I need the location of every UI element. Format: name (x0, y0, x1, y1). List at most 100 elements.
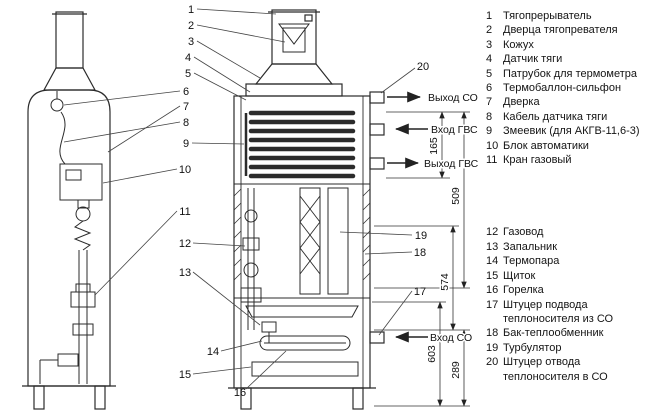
dimension-lines (372, 111, 470, 407)
legend-item-number: 11 (486, 154, 498, 167)
callout-15: 15 (179, 369, 191, 381)
legend-item-number: 3 (486, 38, 493, 51)
front-view-drawing (22, 11, 116, 410)
legend-item-label: Дверца тягопревателя (503, 24, 618, 37)
legend-item: 9 Змеевик (для АКГВ-11,6-3) (486, 124, 658, 138)
legend-item-number: 9 (486, 125, 493, 138)
pilot-burner (261, 321, 277, 333)
turbulator (299, 195, 321, 275)
co-inlet-stub (369, 331, 385, 344)
co-outlet-label: Выход СО (428, 92, 478, 104)
callout-19: 19 (415, 230, 427, 242)
co-inlet-label: Вход СО (430, 332, 472, 344)
legend-item-number: 13 (486, 240, 499, 253)
legend-item: 14 Термопара (486, 254, 658, 268)
legend-item-number: 20 (486, 356, 499, 369)
legend-item: 7 Дверка (486, 95, 658, 109)
legend-item: 2 Дверца тягопревателя (486, 23, 658, 37)
port-arrows (387, 91, 428, 343)
callout-8: 8 (183, 117, 189, 129)
legend-item-label: Щиток (503, 269, 536, 282)
legend-item-label: Кабель датчика тяги (503, 110, 608, 123)
legend-item: 3 Кожух (486, 38, 658, 52)
legend-item-label: Термобаллон-сильфон (503, 82, 622, 95)
legend-item: 16 Горелка (486, 283, 658, 297)
front-leg-right (94, 385, 106, 410)
callout-4: 4 (185, 52, 191, 64)
front-chimney (55, 11, 84, 69)
legend-item-label: Термопара (503, 255, 560, 268)
dim-165: 165 (428, 137, 440, 155)
legend-item-label: Запальник (503, 240, 558, 253)
legend-item: 4 Датчик тяги (486, 52, 658, 66)
legend-item: 15 Щиток (486, 269, 658, 283)
thermo-bulb (50, 98, 64, 112)
legend-item: 13 Запальник (486, 240, 658, 254)
section-view-drawing (228, 9, 385, 410)
callout-14: 14 (207, 346, 219, 358)
main-burner (259, 335, 351, 351)
burner-assembly (245, 305, 359, 377)
draft-interrupter (271, 9, 317, 65)
callout-18: 18 (414, 247, 426, 259)
legend-item-label: Штуцер подвода теплоносителя из СО (503, 298, 614, 325)
gvs-inlet-stub (369, 123, 385, 136)
legend-item: 18 Бак-теплообменник (486, 326, 658, 340)
legend-item-number: 4 (486, 53, 493, 66)
gvs-outlet-label: Выход ГВС (424, 158, 479, 170)
legend-item: 17 Штуцер подвода теплоносителя из СО (486, 298, 658, 327)
legend-item: 19 Турбулятор (486, 341, 658, 355)
dimension-labels: 165 509 574 603 289 (425, 136, 464, 381)
draft-sensor-cable (59, 111, 66, 165)
legend-item-number: 18 (486, 327, 499, 340)
automation-unit (59, 163, 103, 201)
callout-3: 3 (188, 36, 194, 48)
legend-item: 5 Патрубок для термометра (486, 67, 658, 81)
dim-289: 289 (450, 361, 462, 379)
legend-item-number: 12 (486, 226, 499, 239)
boiler-diagram: 165 509 574 603 289 Выход СО Вход ГВС Вы… (22, 4, 480, 410)
legend-item-label: Бак-теплообменник (503, 327, 604, 340)
gvs-inlet-label: Вход ГВС (431, 124, 478, 136)
callout-17: 17 (414, 286, 426, 298)
callout-16: 16 (234, 387, 246, 399)
shield-plate (245, 305, 359, 318)
callout-11: 11 (179, 206, 190, 218)
callout-7: 7 (183, 101, 189, 113)
legend-item: 20 Штуцер отвода теплоносителя в СО (486, 355, 658, 384)
legend-item: 11 Кран газовый (486, 153, 658, 167)
legend-item: 8 Кабель датчика тяги (486, 110, 658, 124)
front-chimney-flare (42, 67, 97, 91)
callout-12: 12 (179, 238, 191, 250)
legend-item-label: Газовод (503, 226, 544, 239)
callout-1: 1 (188, 4, 194, 16)
wall-hatching (233, 188, 371, 281)
callout-20: 20 (417, 61, 429, 73)
flue-tubes (299, 187, 349, 295)
legend-group-1: 1 Тягопрерыватель 2 Дверца тягопревателя… (486, 9, 658, 167)
front-body (27, 89, 111, 387)
callout-13: 13 (179, 267, 191, 279)
legend-item-number: 6 (486, 82, 493, 95)
legend-item: 6 Термобаллон-сильфон (486, 81, 658, 95)
section-leg-right (352, 387, 364, 410)
legend-item-number: 2 (486, 24, 493, 37)
gvs-outlet-stub (369, 157, 385, 170)
legend-item-number: 14 (486, 255, 499, 268)
callout-numbers: 1 2 3 4 5 6 7 8 9 10 11 12 13 14 15 16 1… (179, 4, 429, 399)
top-collar (245, 83, 343, 97)
legend-item-label: Датчик тяги (503, 53, 563, 66)
legend-item-number: 17 (486, 298, 499, 311)
legend-item-label: Тягопрерыватель (503, 10, 592, 22)
legend-item-number: 19 (486, 341, 499, 354)
callout-leaders (63, 8, 416, 390)
legend-item-number: 5 (486, 67, 493, 80)
callout-6: 6 (183, 86, 189, 98)
legend-item-label: Кожух (503, 38, 534, 51)
legend-item-label: Блок автоматики (503, 139, 589, 152)
dim-603: 603 (426, 345, 438, 363)
legend-item-label: Змеевик (для АКГВ-11,6-3) (503, 125, 640, 138)
callout-5: 5 (185, 68, 191, 80)
dim-574: 574 (439, 273, 451, 291)
draft-interrupter-door (282, 27, 306, 53)
